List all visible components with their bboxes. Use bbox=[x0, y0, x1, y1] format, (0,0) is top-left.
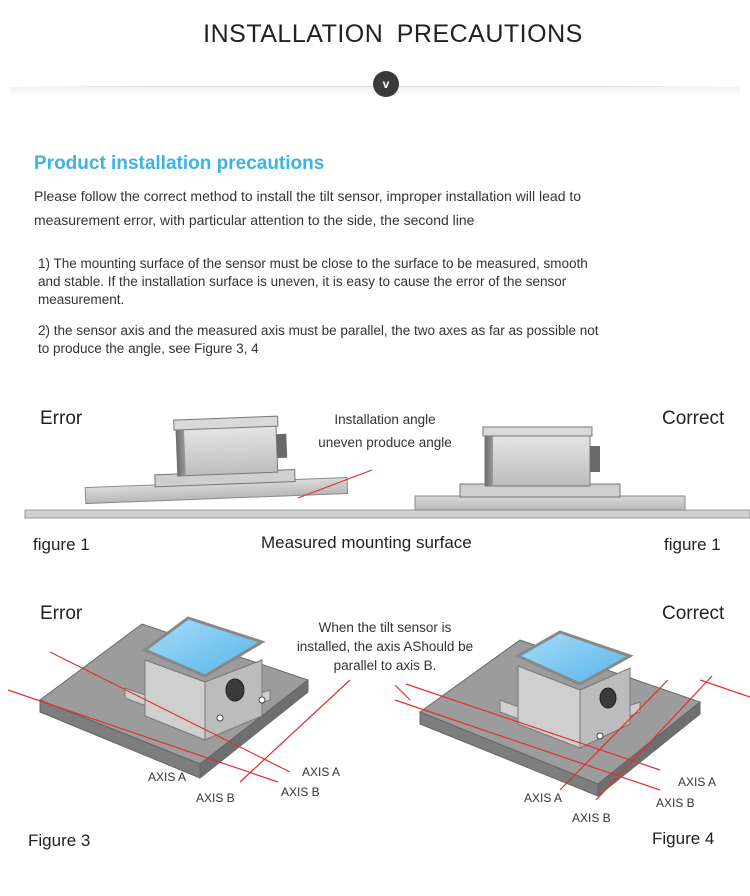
axis-b-line bbox=[595, 675, 713, 801]
intro-line: measurement error, with particular atten… bbox=[34, 212, 475, 228]
angle-indicator-line bbox=[297, 469, 373, 499]
axis-label: AXIS A bbox=[678, 775, 717, 789]
precaution-point-2: 2) the sensor axis and the measured axis… bbox=[38, 322, 688, 358]
axis-label: AXIS A bbox=[148, 770, 187, 784]
sensor-side-dark bbox=[175, 425, 186, 477]
axis-b-line bbox=[559, 679, 669, 791]
point-line: measurement. bbox=[38, 292, 125, 307]
error-label-top: Error bbox=[40, 408, 83, 429]
figure-label-3: Figure 3 bbox=[28, 831, 91, 850]
annotation-line: Installation angle bbox=[334, 412, 436, 427]
section-title: Product installation precautions bbox=[34, 153, 325, 174]
correct-label-top: Correct bbox=[662, 408, 725, 429]
annotation-line: uneven produce angle bbox=[318, 435, 452, 450]
caption-line: parallel to axis B. bbox=[333, 658, 437, 673]
axis-a-line bbox=[394, 699, 661, 791]
sensor-connector bbox=[276, 433, 288, 459]
axis-label: AXIS B bbox=[196, 791, 235, 805]
point-line: and stable. If the installation surface … bbox=[38, 274, 567, 289]
axis-b-line bbox=[239, 679, 351, 783]
sensor-lid bbox=[173, 415, 279, 431]
point-line: 1) The mounting surface of the sensor mu… bbox=[38, 256, 588, 271]
axis-label: AXIS A bbox=[524, 791, 563, 805]
caption-line: installed, the axis AShould be bbox=[296, 639, 474, 654]
axis-label: AXIS B bbox=[572, 811, 611, 825]
plate-right bbox=[597, 700, 701, 798]
sensor-top-blue bbox=[514, 630, 634, 686]
surface-label: Measured mounting surface bbox=[261, 533, 472, 552]
page-title: INSTALLATION PRECAUTIONS bbox=[203, 20, 583, 48]
sensor-lid bbox=[482, 426, 593, 437]
sensor-body bbox=[484, 431, 591, 487]
sensor-top-blue bbox=[142, 616, 266, 678]
axis-a-line bbox=[394, 684, 411, 701]
figure-label-4: Figure 4 bbox=[652, 829, 715, 848]
mount-hole bbox=[258, 696, 266, 704]
axis-label: AXIS A bbox=[302, 765, 341, 779]
precaution-point-1: 1) The mounting surface of the sensor mu… bbox=[38, 255, 688, 309]
caption-line: When the tilt sensor is bbox=[318, 620, 452, 635]
error-sensor-side-view bbox=[84, 415, 349, 505]
intro-paragraph: Please follow the correct method to inst… bbox=[34, 184, 674, 232]
error-label-bottom: Error bbox=[40, 603, 83, 624]
axis-label: AXIS B bbox=[281, 785, 320, 799]
axis-a-line bbox=[7, 689, 279, 783]
intro-line: Please follow the correct method to inst… bbox=[34, 188, 582, 204]
axis-b-extension bbox=[699, 679, 750, 698]
chevron-down-icon[interactable]: v bbox=[373, 71, 399, 97]
sensor-connector bbox=[590, 446, 600, 472]
sensor-body bbox=[175, 421, 279, 477]
error-sensor-isometric bbox=[7, 616, 351, 783]
correct-sensor-isometric bbox=[394, 630, 750, 801]
connector-port bbox=[225, 678, 245, 702]
mount-hole bbox=[216, 714, 224, 722]
axis-label: AXIS B bbox=[656, 796, 695, 810]
angle-annotation: Installation angle uneven produce angle bbox=[300, 408, 470, 454]
plate-right bbox=[199, 678, 309, 780]
mount-hole bbox=[596, 732, 604, 740]
point-line: to produce the angle, see Figure 3, 4 bbox=[38, 341, 259, 356]
axis-caption: When the tilt sensor is installed, the a… bbox=[285, 618, 485, 675]
correct-sensor-side-view bbox=[414, 426, 686, 511]
sensor-side-dark bbox=[485, 432, 493, 486]
mounting-surface bbox=[24, 509, 750, 519]
connector-port bbox=[599, 687, 617, 709]
axis-a-line bbox=[49, 651, 291, 773]
axis-a-top-line bbox=[405, 683, 661, 771]
figure-label-right: figure 1 bbox=[664, 535, 721, 554]
figure-label-left: figure 1 bbox=[33, 535, 90, 554]
point-line: 2) the sensor axis and the measured axis… bbox=[38, 323, 599, 338]
sensor-body-right bbox=[579, 667, 631, 749]
flat-base-plate bbox=[414, 495, 686, 511]
correct-label-bottom: Correct bbox=[662, 603, 725, 624]
